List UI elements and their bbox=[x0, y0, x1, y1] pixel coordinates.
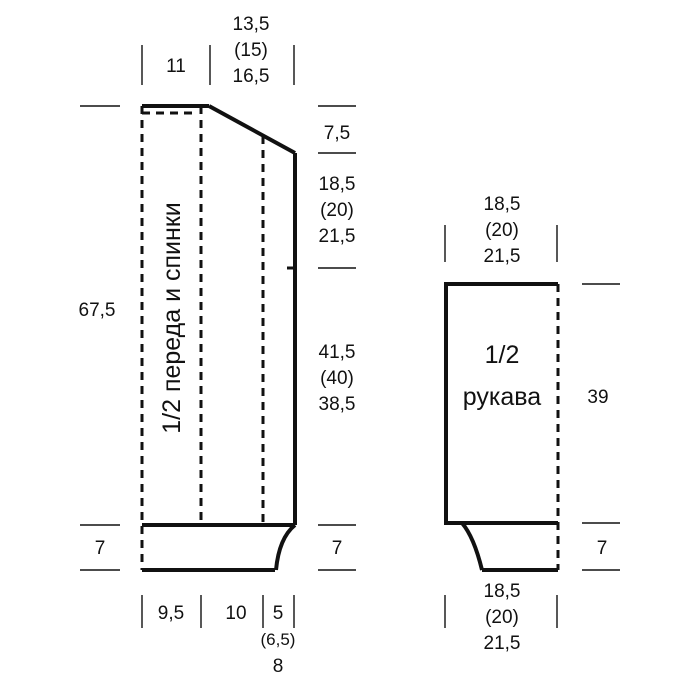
dim-side-2: (40) bbox=[320, 368, 354, 389]
dim-hem-left: 7 bbox=[95, 538, 106, 559]
dim-total-height: 67,5 bbox=[79, 300, 116, 321]
dim-sleeve-top-2: (20) bbox=[485, 220, 519, 241]
body-dimension-lines bbox=[80, 45, 356, 628]
dim-sleeve-bottom-1: 18,5 bbox=[484, 581, 521, 602]
dim-side-1: 41,5 bbox=[319, 342, 356, 363]
sleeve-piece bbox=[444, 282, 560, 572]
dim-top-right-width-1: 13,5 bbox=[233, 14, 270, 35]
dim-bottom-extra-2: 8 bbox=[273, 656, 284, 677]
dim-top-right-width-2: (15) bbox=[234, 40, 268, 61]
dim-sleeve-top-3: 21,5 bbox=[484, 246, 521, 267]
sleeve-dimension-lines bbox=[444, 225, 620, 628]
dim-sleeve-height: 39 bbox=[587, 387, 608, 408]
dim-bottom-extra-1: (6,5) bbox=[261, 630, 296, 649]
sleeve-label-line-1: 1/2 bbox=[485, 341, 520, 369]
dim-bottom-width-1: 9,5 bbox=[158, 603, 184, 624]
dim-armhole-2: (20) bbox=[320, 200, 354, 221]
dim-side-3: 38,5 bbox=[319, 394, 356, 415]
dim-bottom-width-3: 5 bbox=[273, 603, 284, 624]
body-piece-label: 1/2 переда и спинки bbox=[158, 202, 186, 433]
dim-sleeve-bottom-3: 21,5 bbox=[484, 633, 521, 654]
dim-sleeve-bottom-2: (20) bbox=[485, 607, 519, 628]
dim-top-right-width-3: 16,5 bbox=[233, 66, 270, 87]
dim-shoulder-slope: 7,5 bbox=[324, 123, 350, 144]
sleeve-cuff-curve bbox=[460, 521, 484, 571]
dim-top-left-width: 11 bbox=[166, 56, 186, 77]
dim-armhole-1: 18,5 bbox=[319, 174, 356, 195]
body-piece bbox=[140, 104, 297, 572]
body-hem-curve bbox=[274, 523, 297, 571]
dim-armhole-3: 21,5 bbox=[319, 226, 356, 247]
dim-bottom-width-2: 10 bbox=[225, 603, 246, 624]
dim-sleeve-cuff: 7 bbox=[597, 538, 608, 559]
sleeve-label-line-2: рукава bbox=[463, 383, 542, 411]
body-shoulder-slope bbox=[208, 104, 296, 155]
dim-hem-right: 7 bbox=[332, 538, 343, 559]
dim-sleeve-top-1: 18,5 bbox=[484, 194, 521, 215]
